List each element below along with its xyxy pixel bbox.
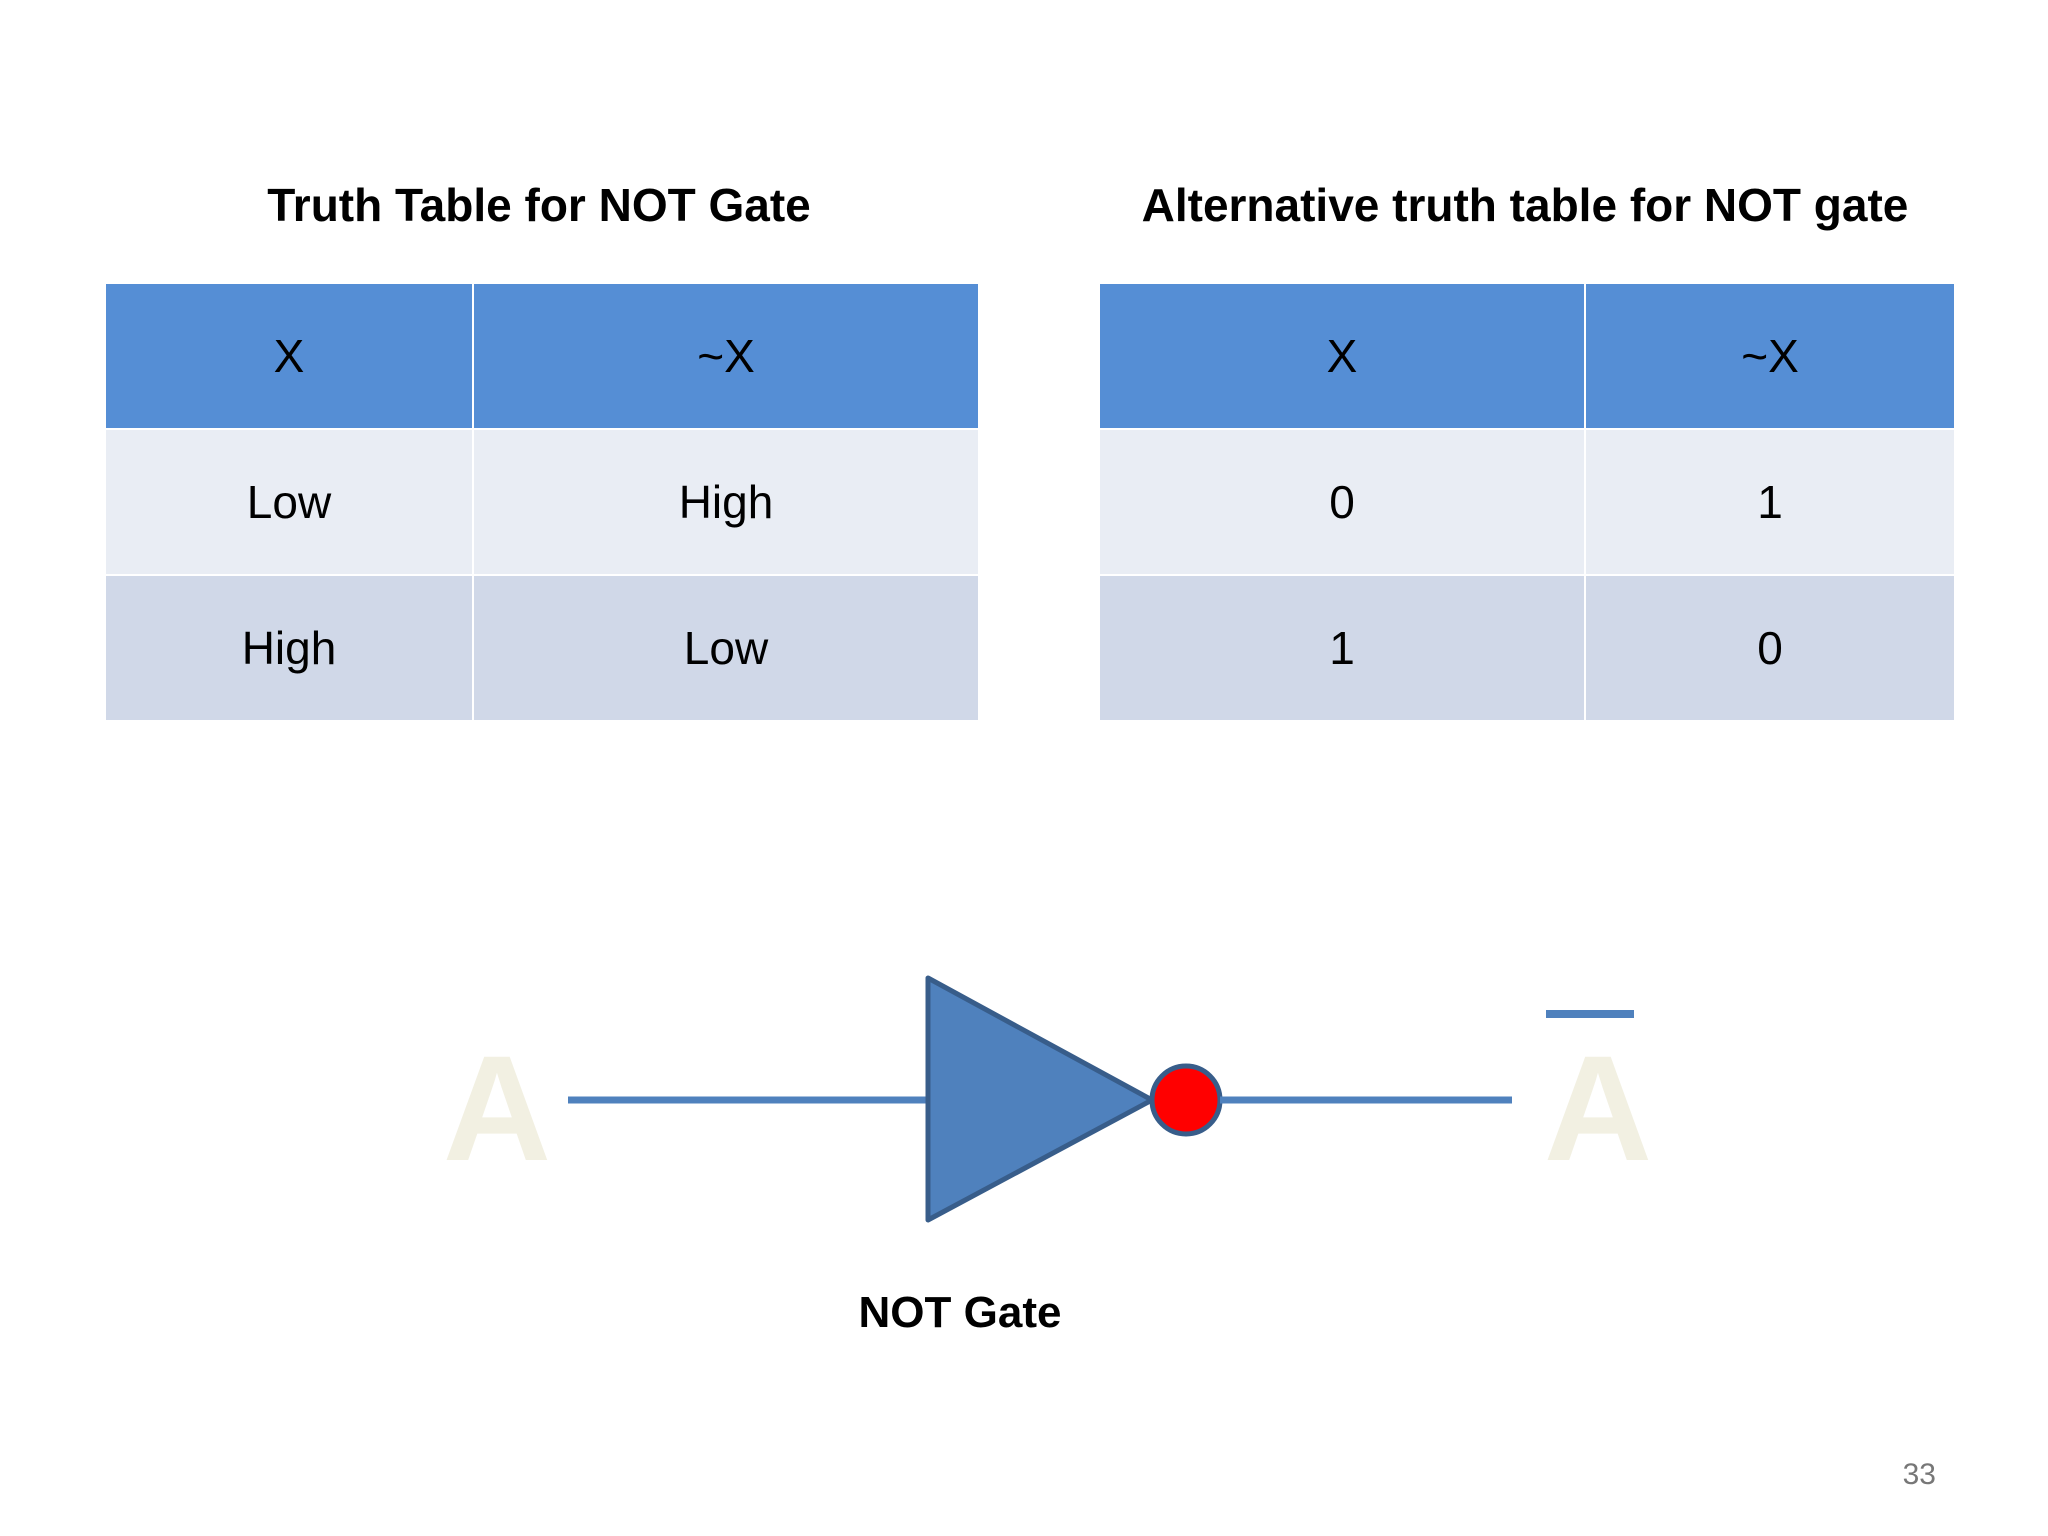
- gate-caption: NOT Gate: [858, 1288, 1062, 1337]
- table-row: Low High: [104, 428, 980, 576]
- output-label-a-bar: A: [1544, 1024, 1652, 1192]
- page-number: 33: [1902, 1458, 1936, 1491]
- alternative-truth-table-title: Alternative truth table for NOT gate: [1141, 179, 1909, 231]
- header-cell-x: X: [1098, 282, 1586, 430]
- table-cell: 1: [1584, 428, 1956, 576]
- table-header-row: X ~X: [1098, 282, 1956, 430]
- input-label-a: A: [443, 1024, 551, 1192]
- truth-table-title: Truth Table for NOT Gate: [267, 179, 811, 231]
- table-row: 1 0: [1098, 574, 1956, 722]
- not-gate-triangle: [925, 975, 1155, 1223]
- table-row: 0 1: [1098, 428, 1956, 576]
- header-cell-not-x: ~X: [1584, 282, 1956, 430]
- table-cell: 0: [1098, 428, 1586, 576]
- table-cell: Low: [104, 428, 474, 576]
- table-cell: High: [472, 428, 980, 576]
- truth-table-not-gate: X ~X Low High High Low: [104, 282, 980, 722]
- inversion-bubble: [1149, 1063, 1223, 1137]
- table-header-row: X ~X: [104, 282, 980, 430]
- header-cell-not-x: ~X: [472, 282, 980, 430]
- table-cell: High: [104, 574, 474, 722]
- table-cell: 0: [1584, 574, 1956, 722]
- table-cell: Low: [472, 574, 980, 722]
- alternative-truth-table-not-gate: X ~X 0 1 1 0: [1098, 282, 1956, 722]
- table-cell: 1: [1098, 574, 1586, 722]
- table-row: High Low: [104, 574, 980, 722]
- header-cell-x: X: [104, 282, 474, 430]
